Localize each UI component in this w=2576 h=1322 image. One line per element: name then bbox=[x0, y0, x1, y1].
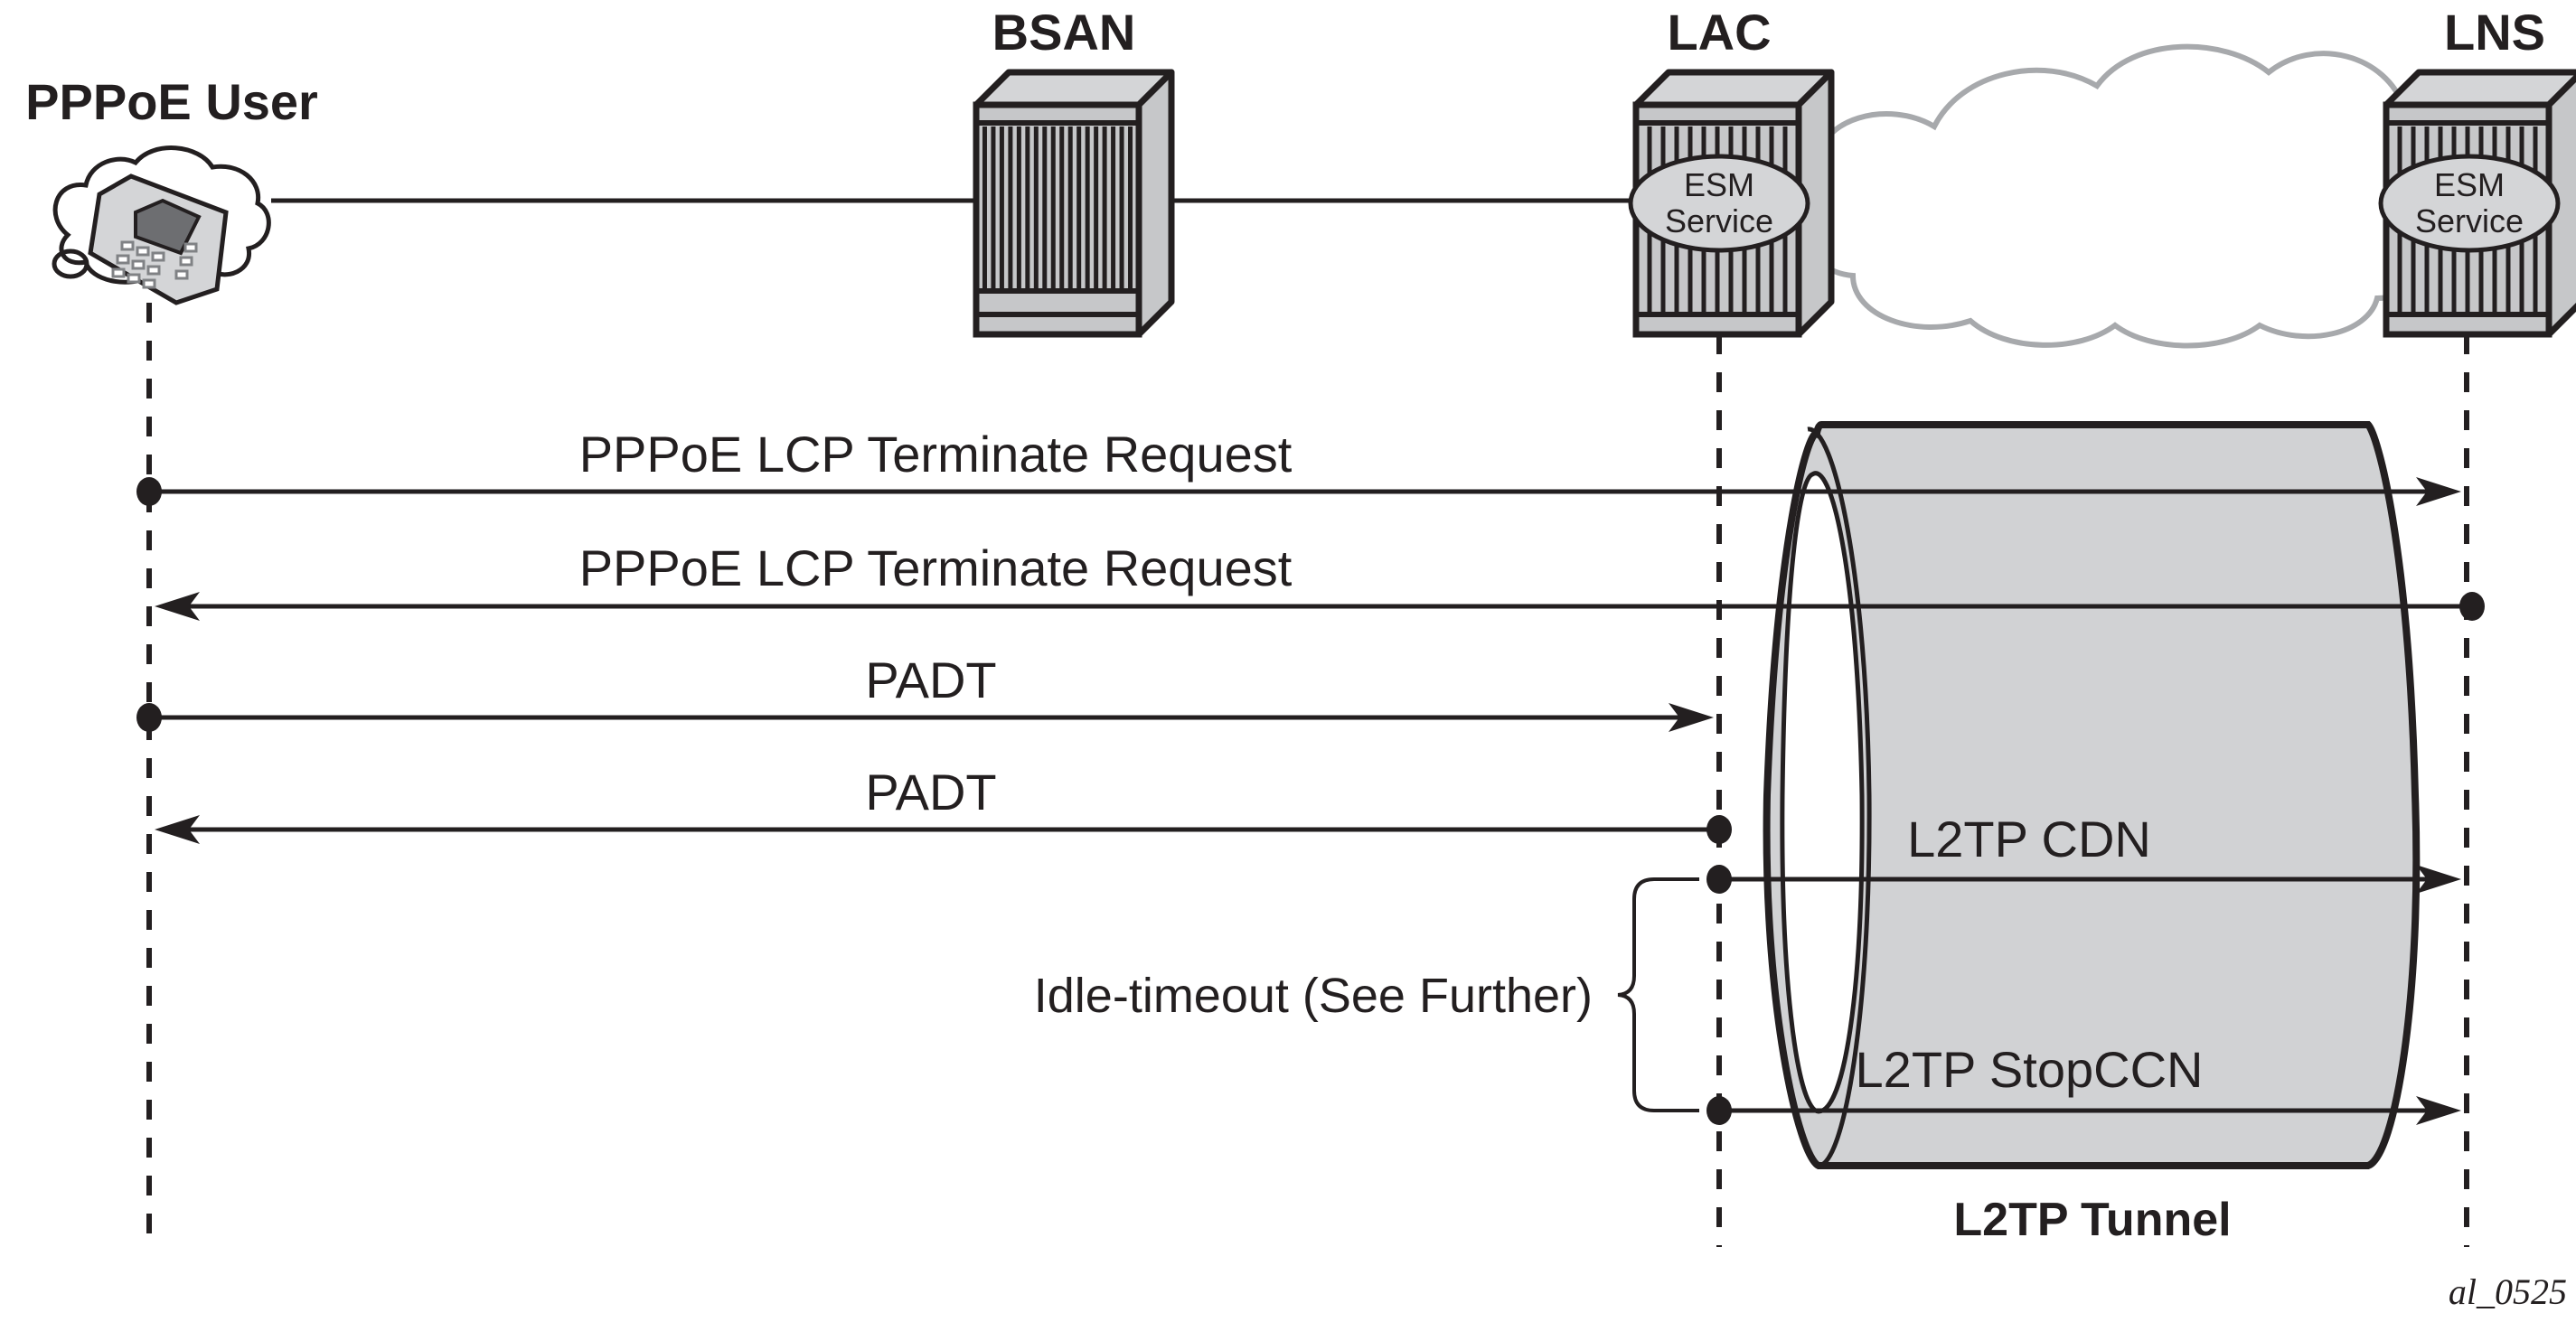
bsan-chassis-icon bbox=[973, 69, 1175, 338]
ip-phone-icon bbox=[52, 145, 271, 305]
message-label: PPPoE LCP Terminate Request bbox=[579, 539, 1293, 596]
message-origin-dot bbox=[1706, 865, 1732, 894]
message-label: PADT bbox=[865, 764, 996, 820]
node-label-lns: LNS bbox=[2444, 4, 2545, 61]
message-label: L2TP StopCCN bbox=[1856, 1041, 2204, 1098]
esm-badge-text: Service bbox=[1665, 202, 1773, 239]
esm-badge-text: ESM bbox=[1684, 166, 1754, 203]
message-arrow: L2TP CDN bbox=[1706, 811, 2461, 894]
message-arrow: PADT bbox=[155, 764, 1732, 844]
message-label: PADT bbox=[865, 652, 996, 708]
esm-service-badge bbox=[2378, 154, 2561, 253]
message-origin-dot bbox=[1706, 1096, 1732, 1125]
message-arrow: L2TP StopCCN bbox=[1706, 1041, 2461, 1125]
message-arrow: PPPoE LCP Terminate Request bbox=[136, 426, 2461, 506]
esm-badge-text: Service bbox=[2415, 202, 2524, 239]
node-label-lac: LAC bbox=[1667, 4, 1771, 61]
message-label: PPPoE LCP Terminate Request bbox=[579, 426, 1293, 483]
l2tp-tunnel-icon bbox=[1763, 421, 2421, 1169]
tunnel-label: L2TP Tunnel bbox=[1953, 1194, 2231, 1246]
figure-id: al_0525 bbox=[2449, 1271, 2567, 1312]
message-arrow: PADT bbox=[136, 652, 1714, 732]
network-cloud-icon bbox=[1801, 43, 2445, 349]
esm-service-badge bbox=[1628, 154, 1810, 253]
idle-timeout-brace bbox=[1617, 877, 1699, 1112]
message-origin-dot bbox=[136, 703, 162, 732]
node-label-user: PPPoE User bbox=[25, 73, 318, 130]
message-origin-dot bbox=[136, 477, 162, 506]
message-origin-dot bbox=[2459, 592, 2485, 621]
node-label-bsan: BSAN bbox=[992, 4, 1136, 61]
message-arrow: PPPoE LCP Terminate Request bbox=[155, 539, 2485, 621]
idle-timeout-label: Idle-timeout (See Further) bbox=[1034, 969, 1593, 1023]
message-label: L2TP CDN bbox=[1907, 811, 2151, 867]
message-origin-dot bbox=[1706, 815, 1732, 844]
esm-badge-text: ESM bbox=[2434, 166, 2505, 203]
